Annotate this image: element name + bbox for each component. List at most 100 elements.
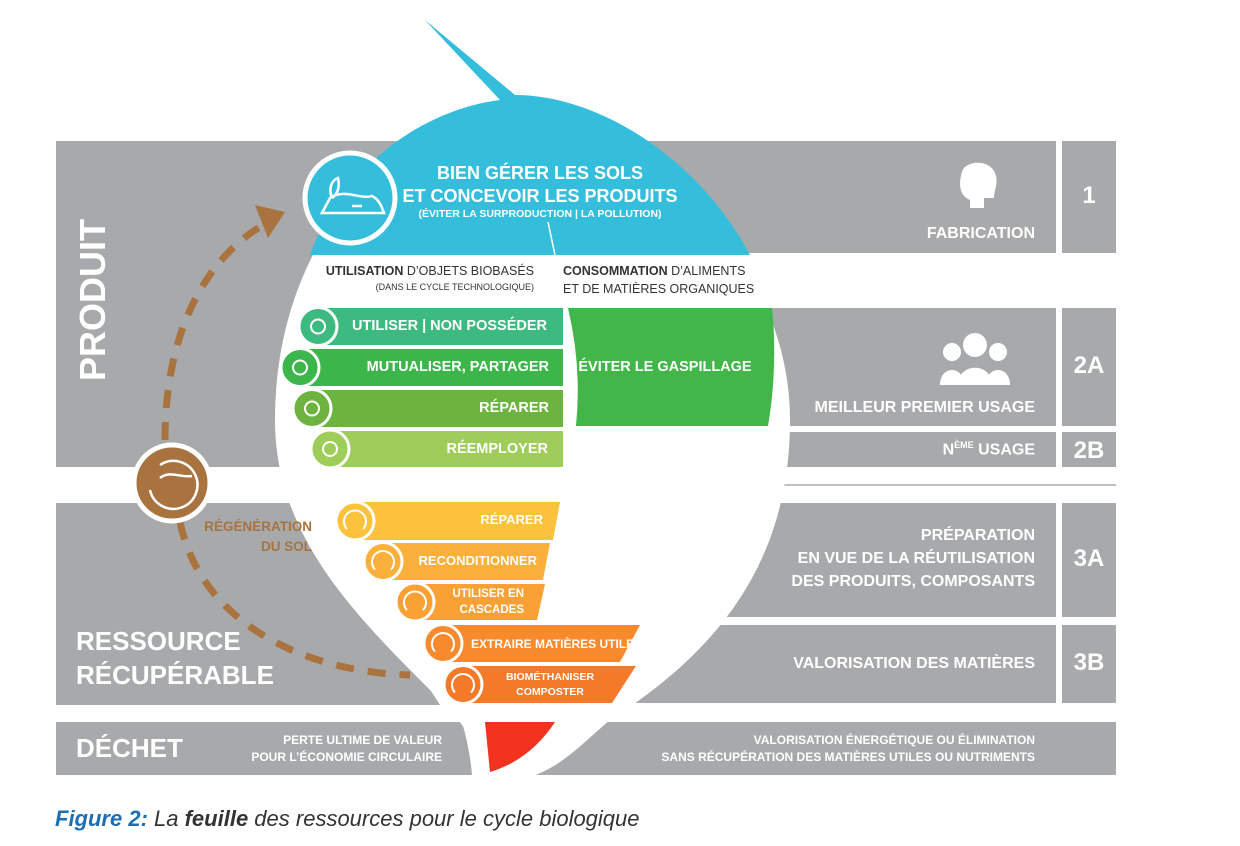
- orange-bar: [383, 543, 550, 580]
- soil-icon-circle: [302, 150, 398, 246]
- dechet-left-line1: PERTE ULTIME DE VALEUR: [283, 733, 442, 747]
- caption-bold: feuille: [184, 806, 249, 831]
- consommation-bold: CONSOMMATION: [563, 264, 668, 278]
- num-2a: 2A: [1073, 352, 1105, 379]
- utilisation-bold: UTILISATION: [325, 264, 404, 278]
- neme-usage: USAGE: [973, 441, 1035, 459]
- preparation-line2: EN VUE DE LA RÉUTILISATION: [797, 550, 1035, 567]
- box-icon: [297, 306, 339, 347]
- ressource-label-1: RESSOURCE: [76, 626, 241, 656]
- orange-item-label: COMPOSTER: [516, 686, 584, 698]
- reuse-icon: [309, 428, 351, 470]
- green-bar: [312, 390, 563, 427]
- arrow-head-icon: [255, 205, 285, 238]
- orange-item-label: BIOMÉTHANISER: [505, 671, 595, 683]
- compost-cycle-icon-glyph: [451, 673, 475, 694]
- orange-bar: [355, 502, 560, 540]
- top-title-2: ET CONCEVOIR LES PRODUITS: [402, 186, 678, 206]
- ressource-block: [56, 503, 440, 705]
- valorisation-label: VALORISATION DES MATIÈRES: [793, 655, 1035, 672]
- num-box-3a: [1062, 503, 1116, 617]
- preparation-line3: DES PRODUITS, COMPOSANTS: [791, 573, 1035, 590]
- top-blue-shape: [310, 20, 750, 255]
- green-item-label: RÉEMPLOYER: [446, 441, 548, 457]
- soil-icon: [319, 176, 386, 215]
- caption-figure: Figure 2:: [55, 806, 148, 831]
- extract-cycle-icon: [422, 623, 464, 664]
- consommation-header: CONSOMMATION D’ALIMENTS: [563, 264, 745, 278]
- gears-cycle-icon-glyph: [403, 590, 427, 611]
- eviter-gaspillage-block: [568, 308, 775, 426]
- num-box-3b: [1062, 625, 1116, 703]
- green-item-label: UTILISER | NON POSSÉDER: [352, 318, 547, 334]
- tools-icon-glyph: [304, 400, 320, 417]
- soil-regeneration-icon: [148, 459, 199, 511]
- neme-n: N: [942, 441, 955, 459]
- num-2b: 2B: [1073, 437, 1105, 464]
- utilisation-header: UTILISATION D’OBJETS BIOBASÉS: [290, 264, 534, 278]
- ressource-label-2: RÉCUPÉRABLE: [76, 660, 274, 690]
- extract-cycle-icon-glyph: [431, 632, 455, 653]
- orange-bar: [443, 625, 640, 662]
- orange-item-label: UTILISER EN: [452, 588, 524, 600]
- box-icon-glyph: [310, 318, 326, 335]
- orange-bar: [415, 584, 545, 620]
- meilleur-usage-label: MEILLEUR PREMIER USAGE: [814, 399, 1035, 416]
- dechet-right-line2: SANS RÉCUPÉRATION DES MATIÈRES UTILES OU…: [661, 750, 1035, 764]
- gears-cycle-icon: [394, 581, 436, 623]
- num-3b: 3B: [1073, 649, 1105, 676]
- num-3a: 3A: [1073, 545, 1105, 572]
- num-box-2a: [1062, 308, 1116, 426]
- top-title-1: BIEN GÉRER LES SOLS: [436, 163, 644, 183]
- compost-cycle-icon: [442, 664, 484, 705]
- produit-label: PRODUIT: [72, 219, 113, 381]
- preparation-line1: PRÉPARATION: [920, 527, 1035, 544]
- dechet-left-line2: POUR L’ÉCONOMIE CIRCULAIRE: [251, 750, 442, 764]
- orange-item-label: EXTRAIRE MATIÈRES UTILES: [471, 637, 643, 651]
- dechet-label: DÉCHET: [76, 733, 183, 763]
- tools-cycle-icon: [334, 500, 376, 542]
- dechet-left-band: [56, 722, 472, 775]
- regeneration-label-1: RÉGÉNÉRATION: [204, 519, 312, 534]
- refurbish-cycle-icon: [362, 541, 404, 582]
- green-bar: [330, 431, 563, 467]
- people-share-icon-glyph: [292, 359, 308, 376]
- caption-post: des ressources pour le cycle biologique: [248, 806, 640, 831]
- num-1: 1: [1082, 182, 1096, 209]
- neme-sup: ÈME: [954, 440, 974, 450]
- utilisation-sub: (DANS LE CYCLE TECHNOLOGIQUE): [375, 282, 534, 292]
- orange-item-label: RECONDITIONNER: [418, 553, 537, 568]
- orange-item-label: RÉPARER: [480, 512, 543, 527]
- green-bar: [318, 308, 563, 345]
- fabrication-label: FABRICATION: [926, 225, 1035, 242]
- num-box-1: [1062, 141, 1116, 253]
- green-item-label: MUTUALISER, PARTAGER: [366, 359, 549, 375]
- reuse-icon-glyph: [322, 441, 338, 457]
- head-brain-icon: [960, 162, 997, 208]
- regeneration-arrow-upper: [161, 218, 270, 441]
- consommation-rest: D’ALIMENTS: [667, 264, 746, 278]
- dechet-right-band: [528, 722, 1116, 775]
- caption-pre: La: [147, 806, 185, 831]
- green-bar: [300, 349, 563, 386]
- top-subtitle: (ÉVITER LA SURPRODUCTION | LA POLLUTION): [418, 208, 662, 220]
- green-item-label: RÉPARER: [479, 400, 549, 416]
- num-box-2b: [1062, 432, 1116, 467]
- neme-usage-label: NÈME USAGE: [800, 440, 1035, 459]
- regeneration-label-2: DU SOL: [260, 539, 312, 554]
- dechet-red-triangle: [485, 722, 555, 772]
- figure-caption: Figure 2: La feuille des ressources pour…: [55, 806, 640, 832]
- dechet-right-line1: VALORISATION ÉNERGÉTIQUE OU ÉLIMINATION: [753, 733, 1035, 747]
- refurbish-cycle-icon-glyph: [371, 550, 395, 571]
- utilisation-rest: D’OBJETS BIOBASÉS: [403, 264, 534, 278]
- eviter-gaspillage-label: ÉVITER LE GASPILLAGE: [578, 359, 752, 375]
- orange-item-label: CASCADES: [459, 604, 524, 616]
- tools-icon: [291, 388, 333, 429]
- tools-cycle-icon-glyph: [343, 509, 367, 530]
- people-share-icon: [279, 347, 321, 388]
- orange-bar: [463, 666, 636, 703]
- people-group-icon: [940, 333, 1010, 385]
- consommation-line2: ET DE MATIÈRES ORGANIQUES: [563, 282, 755, 296]
